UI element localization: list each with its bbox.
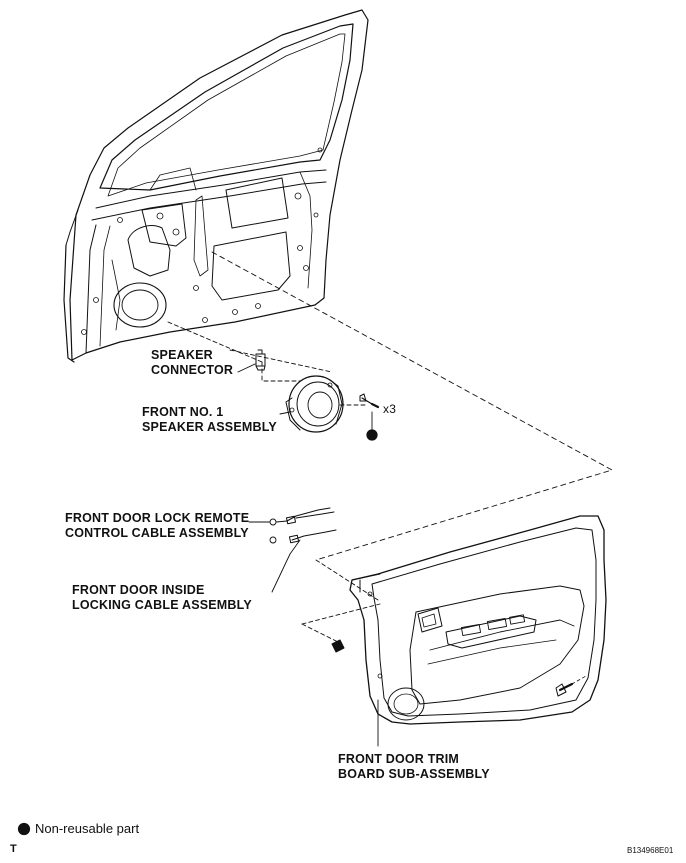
label-speaker-assembly: FRONT NO. 1 SPEAKER ASSEMBLY	[142, 405, 277, 434]
trim-screw-part	[555, 682, 574, 697]
figure-id: B134968E01	[627, 846, 674, 855]
door-frame	[63, 9, 369, 363]
label-speaker-connector: SPEAKER CONNECTOR	[151, 348, 234, 377]
label-trim-board: FRONT DOOR TRIM BOARD SUB-ASSEMBLY	[338, 752, 490, 781]
label-lock-remote-cable: FRONT DOOR LOCK REMOTE CONTROL CABLE ASS…	[65, 511, 250, 540]
legend-non-reusable-label: Non-reusable part	[35, 821, 140, 836]
screw-part	[359, 393, 380, 431]
speaker-connector-part	[255, 349, 266, 371]
trim-clip-part	[331, 639, 345, 653]
label-screw-count: x3	[383, 402, 397, 416]
corner-mark: T	[10, 843, 17, 855]
alignment-dashed-line	[211, 251, 613, 561]
door-trim-board-part	[349, 515, 607, 725]
speaker-assembly-part	[285, 375, 344, 433]
cables	[248, 507, 337, 593]
label-inside-locking-cable: FRONT DOOR INSIDE LOCKING CABLE ASSEMBLY	[72, 583, 252, 612]
non-reusable-mark-icon	[366, 429, 378, 441]
legend-non-reusable-icon	[17, 822, 31, 836]
